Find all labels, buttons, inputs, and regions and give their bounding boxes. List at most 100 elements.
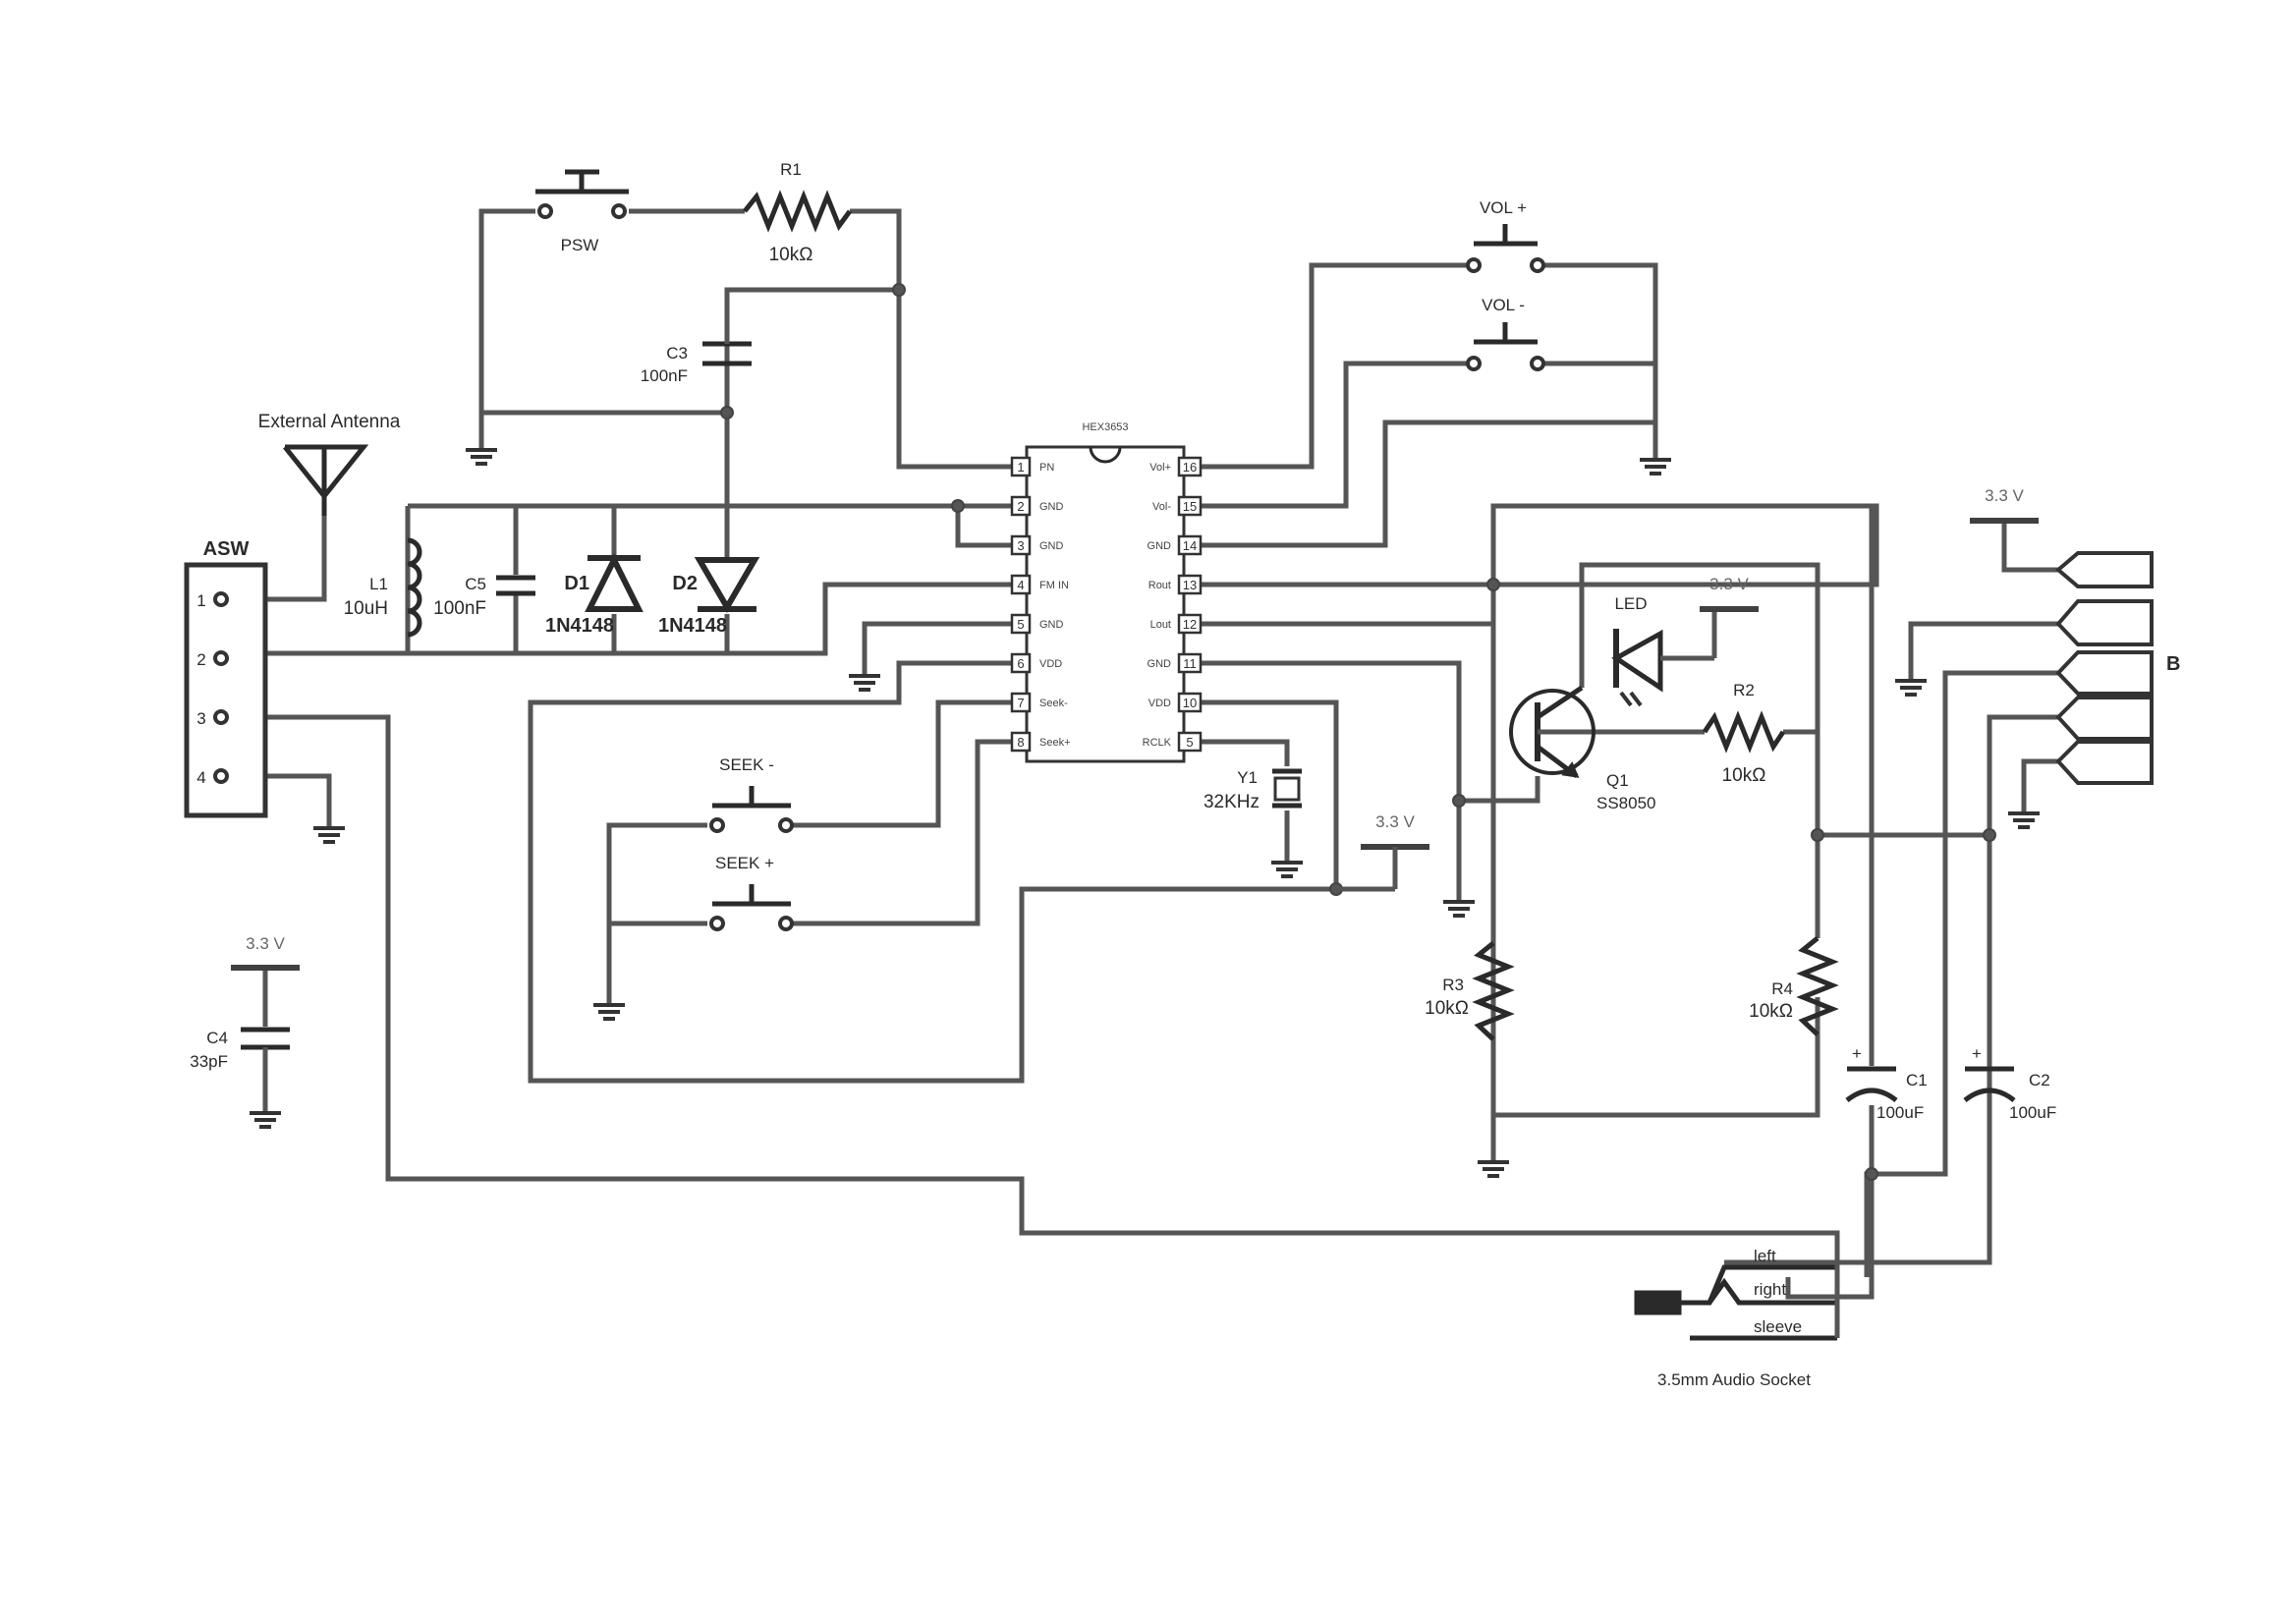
external-antenna: External Antenna [258,412,401,516]
q1-name: Q1 [1606,771,1629,790]
capacitor-c1: + C1 100uF [1845,1044,1928,1122]
resistor-r1: R1 10kΩ [743,160,853,265]
seek-minus-label: SEEK - [719,755,774,774]
ic-pin-box-left [1010,456,1032,477]
r3-value: 10kΩ [1425,998,1469,1019]
crystal-y1: Y1 32KHz [1204,768,1302,812]
ic-pin-box-right [1177,692,1203,713]
ic-pin-label: VDD [1039,658,1062,670]
ic-pin-box-right [1177,731,1203,753]
ic-pin-number: 4 [1017,578,1024,592]
ic-pin-number: 13 [1183,578,1197,592]
ic-pin-box-right [1177,534,1203,556]
supply-rail-v33-vdd: 3.3 V [1336,812,1429,892]
capacitor-c4: C4 33pF [190,968,290,1105]
c4-value: 33pF [190,1052,228,1071]
ground-icon [2008,806,2040,829]
l1-name: L1 [369,575,388,593]
junction-dots [720,283,1996,1181]
c3-name: C3 [666,344,688,363]
ground-icon [250,1105,281,1129]
ic-pin-label: GND [1148,540,1172,552]
audio-socket: left right sleeve 3.5mm Audio Socket [1634,1233,1840,1389]
ic-pin-number: 16 [1183,460,1197,475]
ic-pin-number: 7 [1017,696,1024,710]
ic-pin-number: 12 [1183,617,1197,632]
v33-label-c4: 3.3 V [246,934,285,953]
seek-minus-switch: SEEK - [709,755,794,833]
vol-plus-switch: VOL + [1466,198,1545,273]
transistor-q1: Q1 SS8050 [1509,685,1656,812]
ic-pin-label: Lout [1150,619,1171,631]
ic-pin-label: RCLK [1143,737,1172,749]
asw-pin-3: 3 [196,709,205,728]
resistor-r3: R3 10kΩ [1425,941,1515,1041]
capacitor-c5: C5 100nF [433,575,535,619]
ic-pin-box-left [1010,613,1032,635]
supply-rail-v33-led: 3.3 V [1700,575,1759,612]
y1-name: Y1 [1237,768,1258,787]
ic-pin-label: GND [1039,540,1064,552]
c5-value: 100nF [433,598,486,619]
r1-name: R1 [780,160,802,179]
l1-value: 10uH [344,598,388,619]
c1-plus: + [1852,1044,1862,1063]
asw-name: ASW [203,538,250,560]
ic-name: HEX3653 [1082,421,1128,433]
ground-symbols [250,442,2040,1178]
supply-rail-v33-c4: 3.3 V [231,934,300,971]
ic-pin-label: GND [1039,619,1064,631]
r2-name: R2 [1733,681,1755,699]
inductor-l1: L1 10uH [344,537,422,638]
audio-sleeve-label: sleeve [1754,1317,1802,1336]
audio-socket-caption: 3.5mm Audio Socket [1657,1370,1811,1389]
ic-pin-box-left [1010,534,1032,556]
ic-pin-label: FM IN [1039,580,1069,591]
asw-connector: ASW 1 2 3 4 [184,538,268,818]
ic-pin-label: Seek+ [1039,737,1071,749]
ic-pin-box-left [1010,495,1032,517]
ic-pin-box-right [1177,456,1203,477]
ic-pin-label: GND [1039,501,1064,513]
v33-label-b: 3.3 V [1985,486,2024,505]
r4-name: R4 [1771,979,1793,998]
c3-value: 100nF [641,366,688,385]
supply-rail-v33-b: 3.3 V [1970,486,2039,524]
d2-name: D2 [672,573,698,594]
ground-icon [593,997,625,1021]
ic-pin-box-right [1177,652,1203,674]
ic-pin-number: 2 [1017,499,1024,514]
r1-value: 10kΩ [769,245,813,265]
ic-pin-number: 5 [1017,617,1024,632]
d1-name: D1 [564,573,589,594]
diode-d2: D2 1N4148 [658,557,760,637]
d2-value: 1N4148 [658,615,727,637]
connector-b: B [2054,551,2180,785]
r3-name: R3 [1442,976,1464,994]
ic-pin-box-right [1177,613,1203,635]
ic-pin-number: 14 [1183,538,1197,553]
resistor-r4: R4 10kΩ [1749,936,1839,1036]
vol-minus-label: VOL - [1482,296,1525,314]
ic-pin-label: GND [1148,658,1172,670]
ic-pin-number: 3 [1017,538,1024,553]
ic-pin-label: PN [1039,462,1054,474]
ground-icon [1478,1154,1509,1178]
r4-value: 10kΩ [1749,1001,1793,1022]
c5-name: C5 [465,575,486,593]
v33-label-vdd: 3.3 V [1375,812,1415,831]
seek-plus-switch: SEEK + [709,854,794,931]
ic-pin-box-left [1010,574,1032,595]
c4-name: C4 [206,1029,228,1047]
ic-pin-number: 10 [1183,696,1197,710]
asw-pin-4: 4 [196,768,205,787]
q1-value: SS8050 [1596,794,1656,812]
vol-minus-switch: VOL - [1466,296,1545,371]
ic-pin-label: VDD [1148,698,1171,709]
connector-b-label: B [2166,653,2180,675]
c2-name: C2 [2029,1071,2050,1089]
ic-pin-label: Seek- [1039,698,1068,709]
audio-right-label: right [1754,1280,1786,1299]
